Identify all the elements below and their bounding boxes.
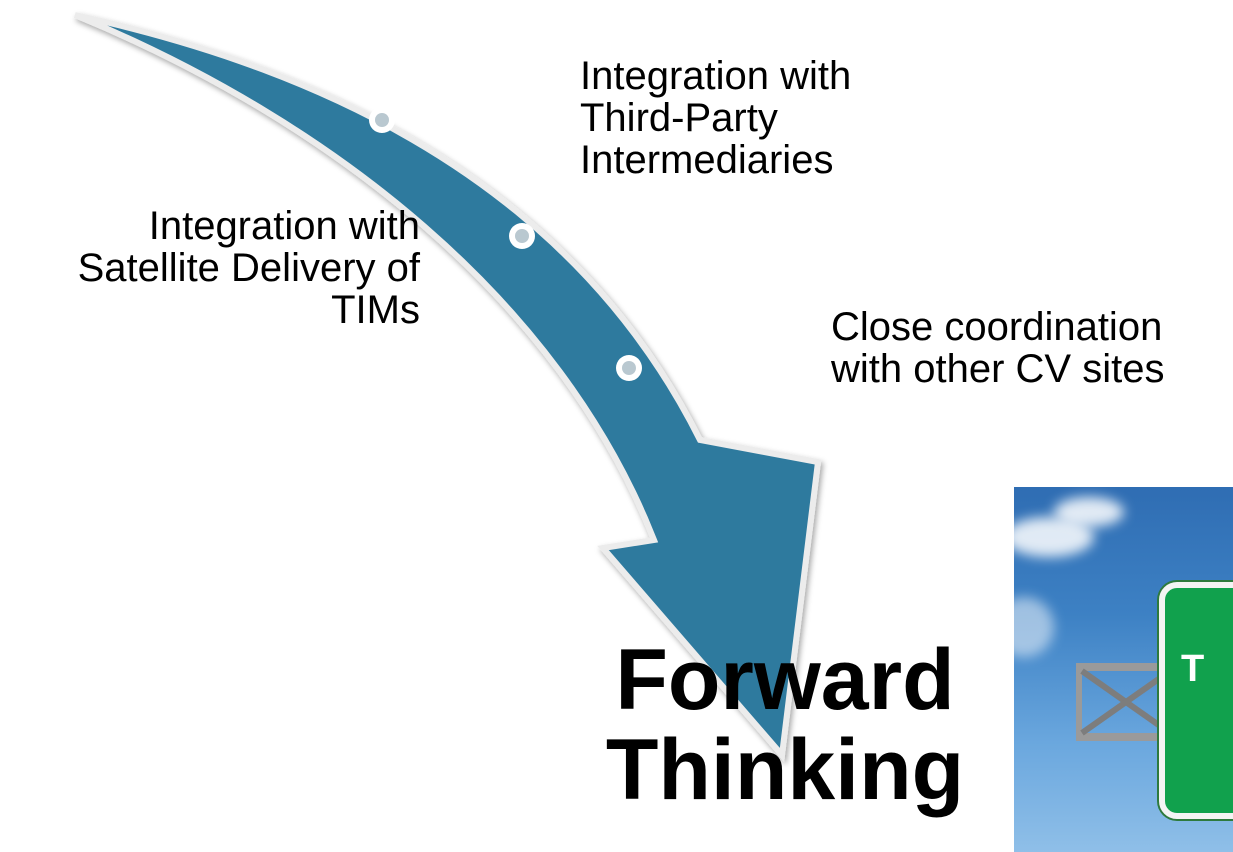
headline-forward-thinking: Forward Thinking (605, 632, 965, 818)
arrow-dot-1 (369, 107, 395, 133)
label-cv-sites-coordination: Close coordination with other CV sites (831, 305, 1165, 391)
arrow-shape (73, 12, 822, 763)
label-third-party-intermediaries: Integration with Third-Party Intermediar… (580, 54, 852, 182)
highway-sign-photo: T (1014, 487, 1233, 852)
label-satellite-delivery: Integration with Satellite Delivery of T… (77, 204, 420, 332)
cloud-shape (1014, 597, 1054, 657)
cloud-shape (1054, 497, 1124, 527)
green-road-sign: T (1159, 582, 1233, 819)
arrow-dot-2 (509, 223, 535, 249)
arrow-dot-3 (616, 355, 642, 381)
road-sign-text: T (1181, 648, 1205, 690)
